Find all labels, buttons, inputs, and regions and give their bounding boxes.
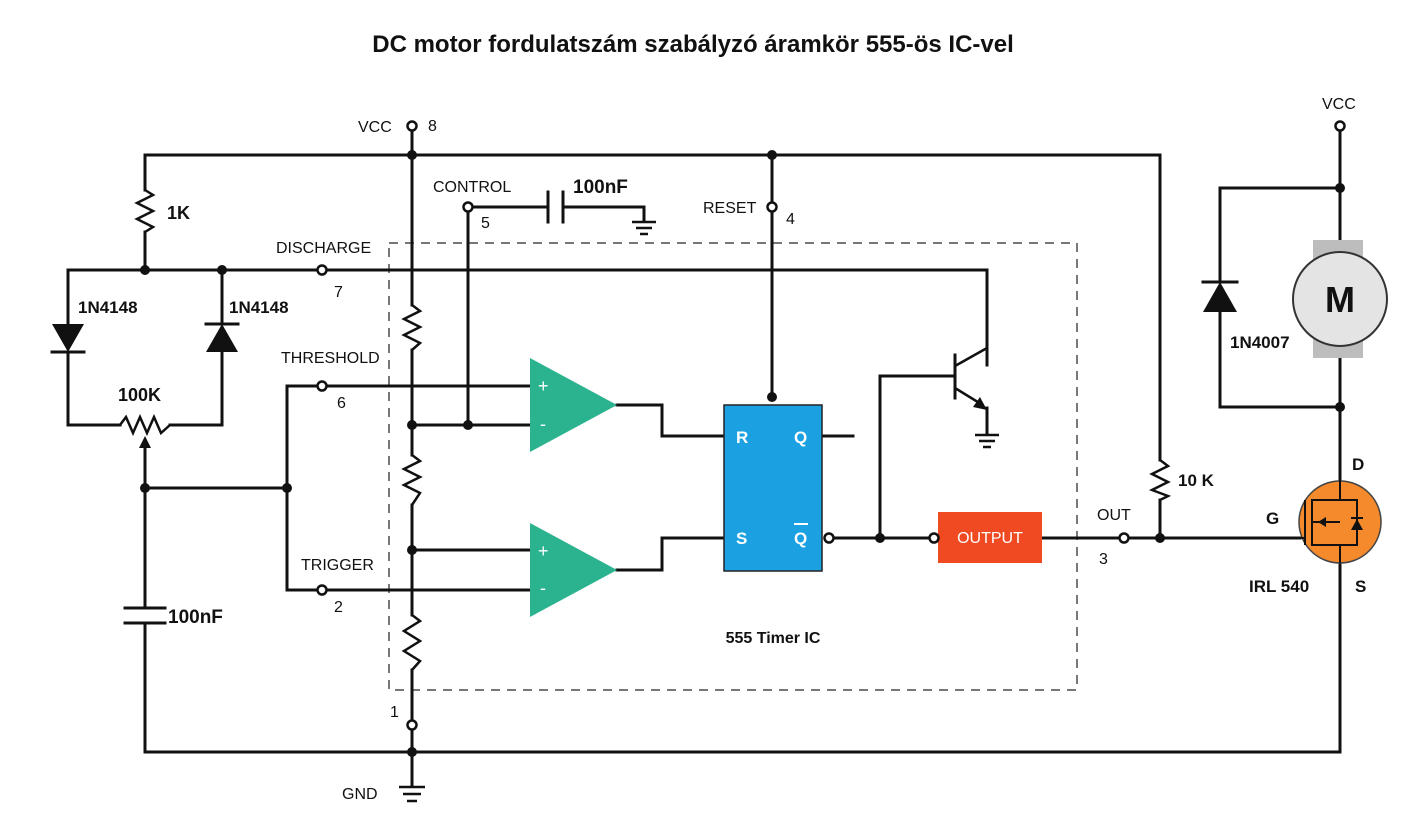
pin-control-name: CONTROL [433, 179, 511, 196]
pin-control-num: 5 [481, 215, 490, 232]
divider-resistor-bottom [401, 614, 423, 671]
pin-threshold-num: 6 [337, 395, 346, 412]
comparator-trigger-minus: - [540, 578, 546, 598]
pin-out-name: OUT [1097, 507, 1131, 524]
mosfet-gate-label: G [1266, 509, 1279, 528]
resistor-1k-label: 1K [167, 203, 190, 223]
pin-gnd-num: 1 [390, 704, 399, 721]
discharge-transistor [953, 346, 989, 410]
comparator-threshold-minus: - [540, 414, 546, 434]
flipflop-qbar: Q [794, 529, 807, 548]
mosfet-label: IRL 540 [1249, 577, 1309, 596]
pin-trigger-num: 2 [334, 599, 343, 616]
potentiometer-wiper-arrow [139, 436, 151, 448]
gnd-label: GND [342, 786, 378, 803]
divider-resistor-mid [401, 454, 423, 506]
motor: M [1292, 240, 1388, 358]
diode-1n4007-label: 1N4007 [1230, 333, 1290, 352]
output-label: OUTPUT [957, 530, 1023, 547]
ground-symbol-main [399, 785, 425, 803]
diode-left-label: 1N4148 [78, 298, 138, 317]
comparator-trigger-plus: + [538, 541, 549, 561]
mosfet-irl540 [1298, 480, 1382, 564]
resistor-10k [1148, 459, 1172, 502]
diode-right-label: 1N4148 [229, 298, 289, 317]
ground-symbol-transistor [975, 433, 999, 449]
capacitor-control-label: 100nF [573, 177, 628, 198]
pin-reset-num: 4 [786, 211, 795, 228]
pin-out-num: 3 [1099, 551, 1108, 568]
diagram-title: DC motor fordulatszám szabályzó áramkör … [372, 31, 1014, 58]
flipflop-r: R [736, 428, 748, 447]
mosfet-source-label: S [1355, 577, 1366, 596]
vcc-motor-label: VCC [1322, 96, 1356, 113]
diode-1n4148-left [50, 324, 86, 354]
pin-discharge-num: 7 [334, 284, 343, 301]
pin-threshold-name: THRESHOLD [281, 350, 380, 367]
potentiometer-label: 100K [118, 385, 161, 405]
pin-terminals [316, 120, 1346, 731]
resistor-10k-label: 10 K [1178, 471, 1215, 490]
output-block: OUTPUT [938, 512, 1042, 563]
flipflop-s: S [736, 529, 747, 548]
capacitor-timing [123, 606, 167, 625]
capacitor-control [546, 190, 565, 224]
wires [66, 124, 1342, 787]
diode-1n4148-right [204, 322, 240, 352]
diode-1n4007 [1201, 280, 1239, 312]
pin-vcc-name: VCC [358, 119, 392, 136]
ground-symbol-control [632, 220, 656, 236]
potentiometer-100k [119, 413, 171, 437]
flipflop-q: Q [794, 428, 807, 447]
comparator-threshold: + - [530, 358, 617, 452]
comparator-threshold-plus: + [538, 376, 549, 396]
mosfet-drain-label: D [1352, 455, 1364, 474]
resistor-1k [134, 188, 156, 234]
comparator-trigger: + - [530, 523, 617, 617]
pin-discharge-name: DISCHARGE [276, 240, 371, 257]
ic-boundary [388, 242, 1078, 691]
comparator-threshold-body [530, 358, 617, 452]
capacitor-timing-label: 100nF [168, 607, 223, 628]
junction-dots [140, 150, 1345, 757]
motor-label: M [1325, 279, 1355, 320]
ic-label: 555 Timer IC [726, 630, 821, 647]
divider-resistor-top [401, 304, 423, 351]
comparator-trigger-body [530, 523, 617, 617]
pin-vcc-num: 8 [428, 118, 437, 135]
pin-trigger-name: TRIGGER [301, 557, 374, 574]
pin-reset-name: RESET [703, 200, 757, 217]
flip-flop: R Q S Q [723, 404, 823, 572]
